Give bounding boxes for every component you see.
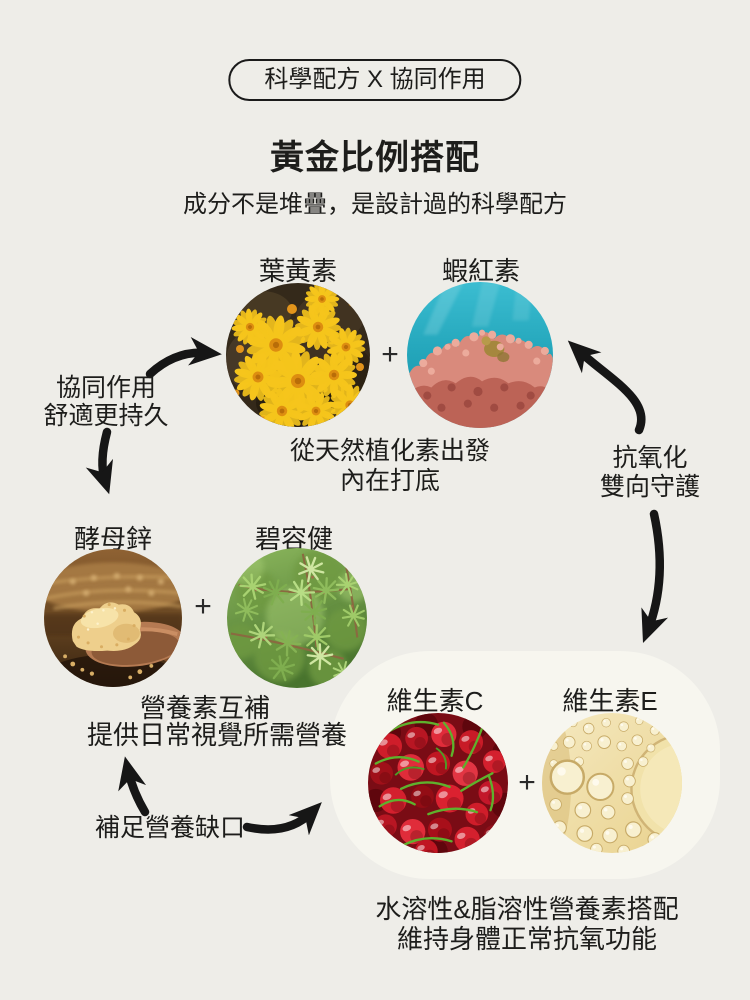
- pycnogenol-photo: [227, 548, 367, 688]
- arrow-antioxidant-to-astaxanthin: [567, 340, 646, 435]
- vitamin-c-photo: [368, 713, 508, 853]
- astaxanthin-label: 蝦紅素: [441, 256, 521, 286]
- antioxidant-note-line1: 抗氧化: [612, 444, 688, 472]
- formula-badge-label: 科學配方 X 協同作用: [264, 66, 486, 93]
- vitamin-c-label: 維生素C: [386, 686, 484, 716]
- vitamin-e-photo: [542, 713, 682, 853]
- plus-sign-3: +: [518, 766, 536, 799]
- arrow-antioxidant-down: [641, 509, 669, 644]
- plus-sign-1: +: [381, 338, 399, 371]
- antioxidant-note: 抗氧化 雙向守護: [600, 444, 700, 502]
- page-title: 黃金比例搭配: [270, 139, 480, 177]
- astaxanthin-photo: [407, 282, 553, 428]
- page-subtitle: 成分不是堆疊，是設計過的科學配方: [183, 191, 567, 218]
- arrow-synergy-down: [85, 427, 113, 495]
- plus-sign-2: +: [194, 590, 212, 623]
- pair3-caption-line1: 水溶性&脂溶性營養素搭配: [375, 894, 679, 924]
- arrow-synergy-to-lutein: [145, 337, 222, 379]
- gap-note: 補足營養缺口: [94, 814, 246, 842]
- lutein-photo: [226, 283, 370, 427]
- pair1-caption-line1: 從天然植化素出發: [289, 437, 491, 465]
- yeast-zinc-photo: [44, 549, 182, 687]
- synergy-note: 協同作用 舒適更持久: [43, 374, 168, 430]
- synergy-note-line2: 舒適更持久: [43, 402, 169, 430]
- pair1-caption-line2: 內在打底: [339, 467, 441, 495]
- arrow-gap-right: [242, 802, 322, 836]
- synergy-note-line1: 協同作用: [55, 374, 157, 402]
- antioxidant-note-line2: 雙向守護: [599, 473, 701, 501]
- arrow-gap-up: [118, 756, 150, 817]
- pair2-caption-line1: 營養素互補: [139, 693, 271, 723]
- pair1-caption: 從天然植化素出發 內在打底: [290, 436, 490, 496]
- lutein-label: 葉黃素: [258, 256, 338, 286]
- vitamin-e-label: 維生素E: [562, 686, 658, 716]
- pair3-caption: 水溶性&脂溶性營養素搭配 維持身體正常抗氧功能: [375, 894, 678, 954]
- pair3-caption-line2: 維持身體正常抗氧功能: [396, 924, 657, 954]
- formula-badge: 科學配方 X 協同作用: [228, 59, 522, 101]
- pair2-caption-line2: 提供日常視覺所需營養: [86, 720, 348, 750]
